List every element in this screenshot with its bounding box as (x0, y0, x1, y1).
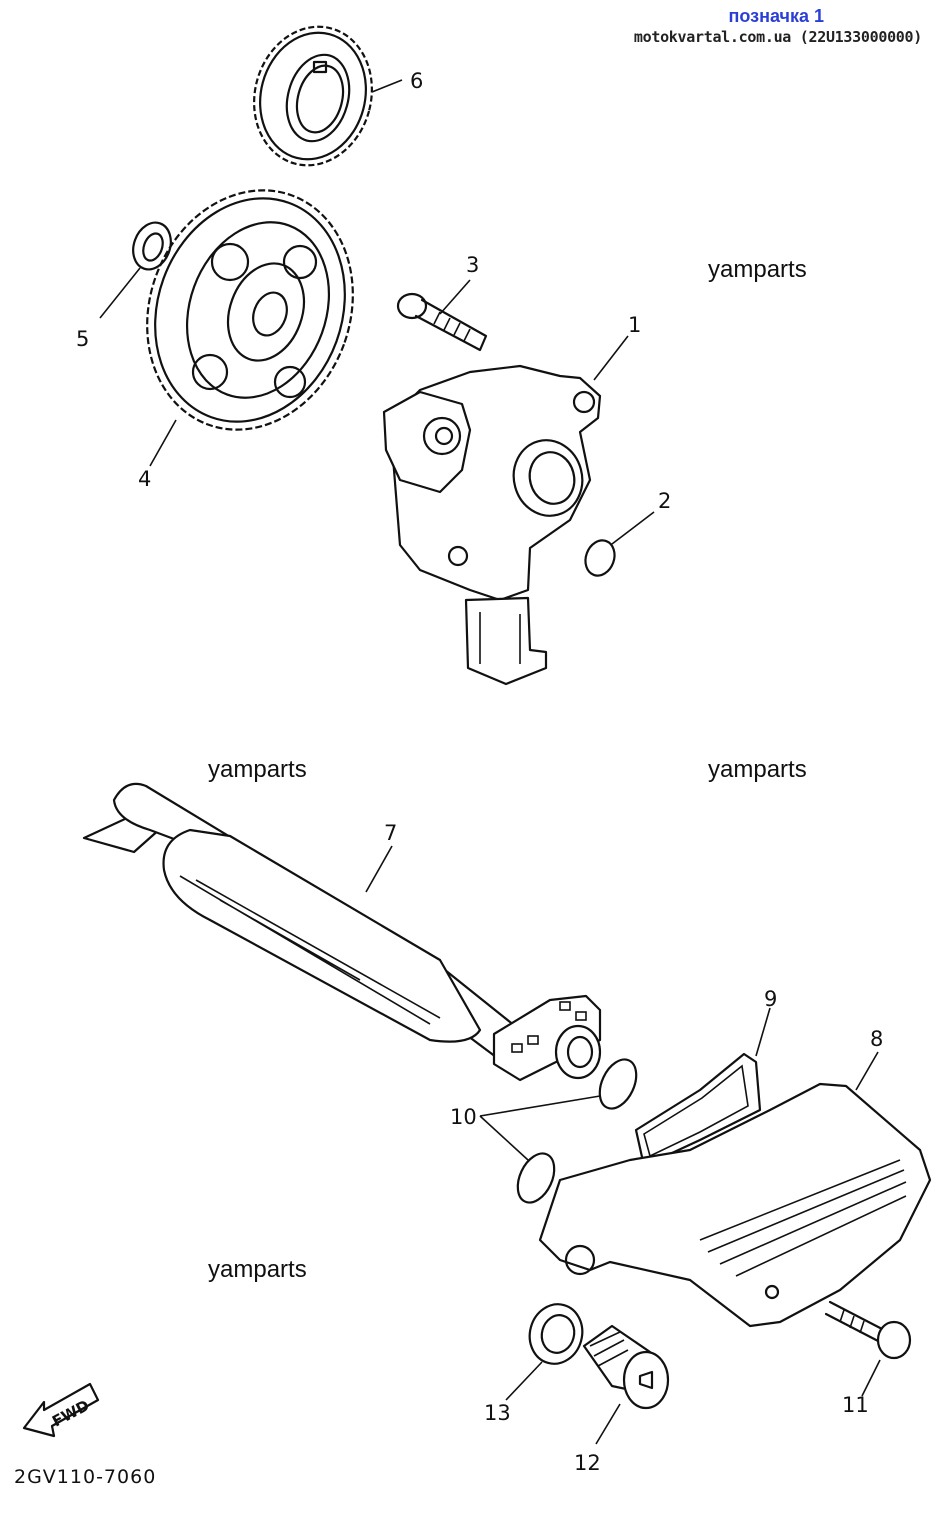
part-10-o-rings (516, 1058, 638, 1204)
part-3-bolt (396, 292, 488, 352)
part-13-washer (528, 1303, 584, 1365)
callout-11: 11 (842, 1393, 869, 1417)
part-5-circlip (132, 221, 172, 271)
watermark: yamparts (708, 756, 807, 783)
callout-12: 12 (574, 1451, 601, 1475)
callout-5: 5 (76, 327, 89, 351)
watermark: yamparts (708, 256, 807, 283)
header-source: motokvartal.com.ua (22U133000000) (633, 28, 922, 46)
fwd-arrow-icon (22, 1382, 100, 1438)
part-6-gear (253, 25, 373, 167)
part-12-drain-plug (582, 1324, 670, 1410)
header-link[interactable]: позначка 1 (728, 6, 825, 26)
watermark: yamparts (208, 756, 307, 783)
part-11-bolt (824, 1300, 912, 1360)
part-8-cover (538, 1082, 932, 1328)
part-1-oil-pump (382, 364, 602, 686)
callout-4: 4 (138, 467, 151, 491)
diagram-code: 2GV110-7060 (14, 1466, 157, 1488)
part-4-gear (146, 189, 354, 431)
part-7-strainer (82, 782, 602, 1082)
callout-3: 3 (466, 253, 479, 277)
callout-6: 6 (410, 69, 423, 93)
callout-2: 2 (658, 489, 671, 513)
callout-13: 13 (484, 1401, 511, 1425)
callout-7: 7 (384, 821, 397, 845)
callout-8: 8 (870, 1027, 883, 1051)
callout-10: 10 (450, 1105, 477, 1129)
callout-9: 9 (764, 987, 777, 1011)
watermark: yamparts (208, 1256, 307, 1283)
part-2-o-ring (584, 539, 616, 577)
callout-1: 1 (628, 313, 641, 337)
